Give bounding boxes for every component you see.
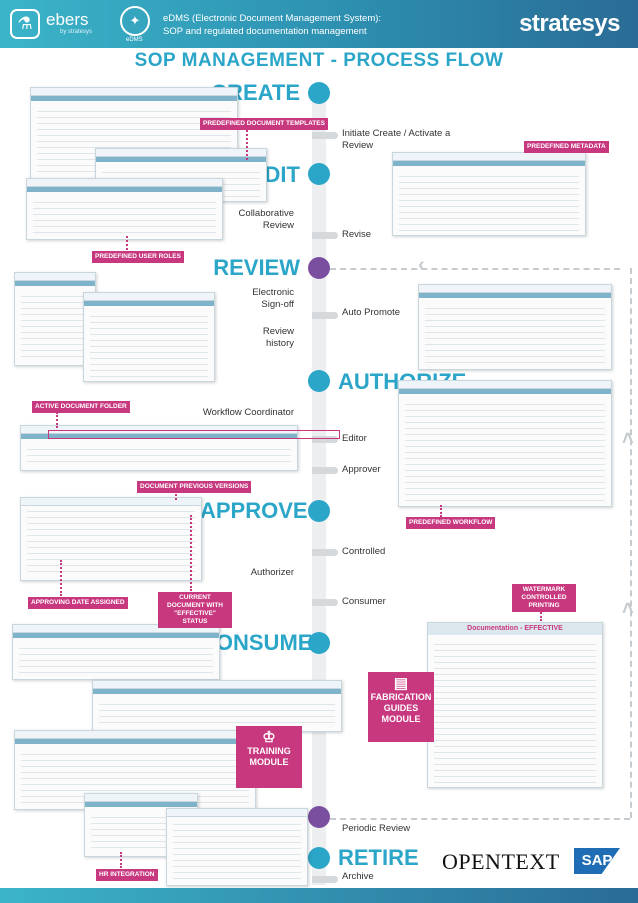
callout-predefined-user-roles: PREDEFINED USER ROLES — [92, 251, 184, 263]
label-consumer: Consumer — [342, 596, 386, 607]
return-path-top — [330, 268, 620, 270]
connector-current-document — [190, 515, 192, 591]
description-line-2: SOP and regulated documentation manageme… — [163, 26, 367, 37]
edms-badge-label: eDMS — [126, 37, 143, 43]
tick-consumer — [312, 599, 338, 606]
consume-bead — [308, 632, 330, 654]
screenshot-watermark-document: Documentation - EFFECTIVE — [427, 622, 603, 788]
description-line-1: eDMS (Electronic Document Management Sys… — [163, 13, 382, 24]
connector-templates — [246, 130, 248, 160]
footer-bar — [0, 888, 638, 903]
graduation-cap-icon: ♔ — [262, 729, 276, 746]
connector-hr — [120, 852, 122, 868]
screenshot-approve-dates — [20, 497, 202, 581]
callout-approving-date: APPROVING DATE ASSIGNED — [28, 597, 128, 609]
connector-approving-date — [60, 560, 62, 596]
flask-icon: ⚗ — [10, 9, 40, 39]
logo-text: ebers — [46, 10, 89, 29]
label-periodic-review: Periodic Review — [342, 823, 411, 834]
review-bead — [308, 257, 330, 279]
logo-subtitle: by stratesys — [60, 29, 93, 35]
training-module-label: TRAINING MODULE — [247, 746, 291, 767]
training-module: ♔ TRAINING MODULE — [236, 726, 302, 788]
stage-review: REVIEW — [213, 255, 300, 280]
stage-retire: RETIRE — [338, 845, 419, 870]
retire-bead — [308, 847, 330, 869]
document-icon: ▤ — [393, 675, 409, 692]
edms-badge-icon: ✦ — [120, 6, 150, 36]
label-controlled: Controlled — [342, 546, 386, 557]
sap-logo: SAP — [574, 848, 620, 874]
fabrication-module-label: FABRICATION GUIDES MODULE — [370, 692, 432, 724]
screenshot-review-workflow — [14, 272, 96, 366]
screenshot-create-roles — [26, 178, 223, 240]
label-review-history: Review history — [262, 326, 294, 349]
connector-active-folder — [56, 412, 58, 428]
screenshot-review-properties — [418, 284, 612, 370]
label-workflow-coordinator: Workflow Coordinator — [202, 407, 294, 418]
active-folder-highlight — [48, 430, 340, 439]
chevron-up-icon: ˄ — [622, 428, 634, 450]
fabrication-guides-module: ▤ FABRICATION GUIDES MODULE — [368, 672, 434, 742]
callout-predefined-workflow: PREDEFINED WORKFLOW — [406, 517, 496, 529]
label-archive: Archive — [342, 871, 374, 882]
tick-archive — [312, 876, 338, 883]
label-initiate: Initiate Create / Activate a Review — [342, 128, 451, 151]
periodic-review-bead — [308, 806, 330, 828]
label-editor: Editor — [342, 433, 367, 444]
screenshot-authorize-workflow — [398, 380, 612, 507]
screenshot-consume-list — [12, 624, 220, 680]
tick-revise — [312, 232, 338, 239]
callout-watermark: WATERMARK CONTROLLED PRINTING — [512, 584, 576, 612]
effective-header: Documentation - EFFECTIVE — [428, 623, 602, 635]
tick-auto-promote — [312, 312, 338, 319]
opentext-logo: OPENTEXT — [442, 849, 560, 874]
tick-controlled — [312, 549, 338, 556]
connector-predefined-workflow — [440, 505, 442, 517]
label-approver: Approver — [342, 464, 381, 475]
chevron-left-icon: ‹ — [418, 254, 425, 276]
callout-active-document-folder: ACTIVE DOCUMENT FOLDER — [32, 401, 130, 413]
header-bar: ⚗ ebers by stratesys ✦ eDMS eDMS (Electr… — [0, 0, 638, 48]
label-auto-promote: Auto Promote — [342, 307, 401, 318]
label-authorizer: Authorizer — [250, 567, 294, 578]
return-path-bottom — [330, 818, 630, 820]
screenshot-qualification-skills — [166, 808, 308, 886]
tick-editor — [312, 436, 338, 443]
stage-approve: APPROVE — [200, 498, 308, 523]
approve-bead — [308, 500, 330, 522]
header-description: eDMS (Electronic Document Management Sys… — [163, 12, 393, 38]
tick-initiate — [312, 132, 338, 139]
callout-document-previous-versions: DOCUMENT PREVIOUS VERSIONS — [137, 481, 252, 493]
callout-hr-integration: HR INTEGRATION — [96, 869, 158, 881]
label-revise: Revise — [342, 229, 372, 240]
return-path-right — [630, 268, 632, 818]
tick-approver — [312, 467, 338, 474]
screenshot-edit-metadata — [392, 152, 586, 236]
callout-predefined-templates: PREDEFINED DOCUMENT TEMPLATES — [200, 118, 328, 130]
screenshot-consume-fabrication — [92, 680, 342, 732]
authorize-bead — [308, 370, 330, 392]
chevron-up-icon-2: ˄ — [622, 598, 634, 620]
callout-current-document: CURRENT DOCUMENT WITH "EFFECTIVE" STATUS — [158, 592, 232, 628]
connector-previous-versions — [175, 490, 177, 500]
page-title: SOP MANAGEMENT - PROCESS FLOW — [134, 50, 504, 71]
connector-user-roles — [126, 236, 128, 250]
label-electronic-signoff: Electronic Sign-off — [252, 287, 294, 310]
callout-predefined-metadata: PREDEFINED METADATA — [524, 141, 609, 153]
brand-logo: stratesys — [519, 10, 620, 37]
create-bead — [308, 82, 330, 104]
edit-bead — [308, 163, 330, 185]
label-collaborative-review: Collaborative Review — [238, 208, 294, 231]
screenshot-review-document — [83, 292, 215, 382]
connector-watermark — [540, 605, 542, 621]
process-track — [312, 85, 326, 885]
